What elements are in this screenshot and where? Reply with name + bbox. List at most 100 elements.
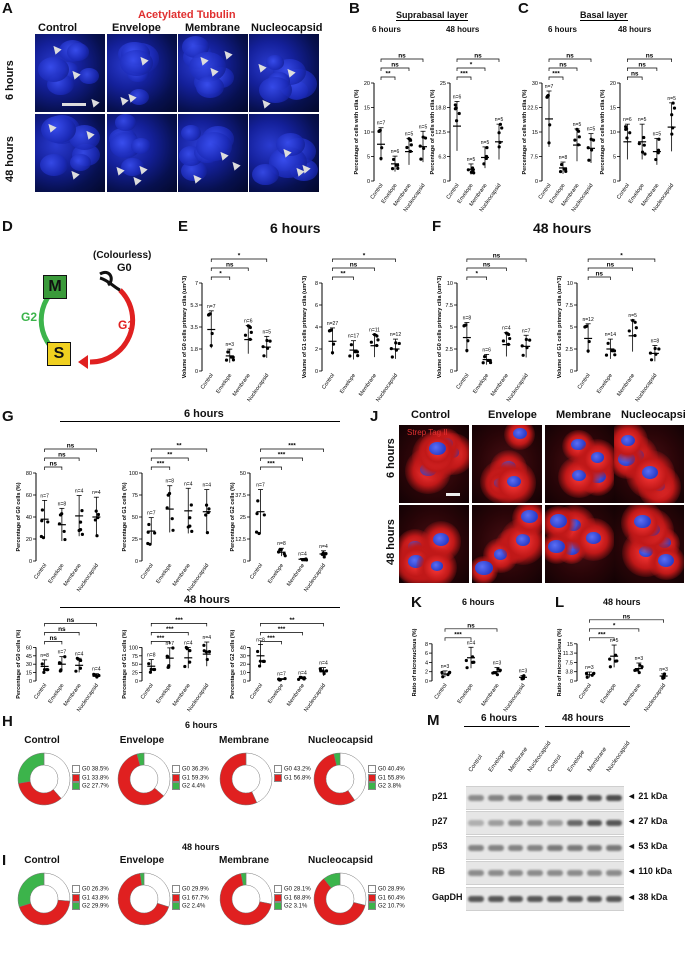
x-tick-label: Envelope: [472, 373, 490, 395]
significance-bracket: [44, 641, 63, 645]
data-point: [40, 662, 44, 666]
n-label: n=3: [585, 665, 594, 671]
significance-label: ***: [288, 443, 296, 450]
x-tick-label: Membrane: [286, 563, 306, 588]
donut-chart: [117, 872, 171, 926]
y-tick-label: 10: [364, 130, 370, 136]
x-tick-label: Control: [33, 563, 48, 581]
panel-letter-k: K: [411, 594, 422, 611]
nucleus: [658, 553, 675, 567]
n-label: n=8: [651, 338, 660, 344]
m-6h-title: 6 hours: [481, 713, 518, 724]
legend-text: G1 59.3%: [182, 775, 209, 782]
significance-label: ns: [58, 626, 66, 633]
pie-slice: [139, 872, 145, 886]
y-tick-label: 2.5: [565, 347, 573, 353]
panel-g-title-6h: 6 hours: [184, 408, 224, 420]
data-point: [608, 665, 612, 669]
panel-l-title: 48 hours: [603, 597, 641, 607]
data-point: [147, 522, 151, 527]
y-tick-label: 15: [364, 106, 370, 112]
blot-band: [527, 820, 543, 826]
legend-text: G2 29.9%: [82, 903, 109, 910]
legend-text: G1 55.8%: [378, 775, 405, 782]
significance-bracket: [260, 641, 282, 645]
significance-label: ns: [607, 262, 615, 269]
y-tick-label: 15: [567, 642, 573, 648]
data-point: [465, 666, 469, 670]
data-point: [171, 646, 175, 650]
n-label: n=7: [256, 483, 265, 489]
significance-bracket: [260, 632, 303, 636]
data-point: [166, 665, 170, 670]
legend-entry: G2 10.7%: [368, 902, 405, 911]
data-point: [377, 129, 382, 133]
n-label: n=7: [522, 328, 531, 334]
data-point: [508, 336, 512, 341]
n-label: n=27: [327, 321, 338, 327]
data-point: [45, 668, 49, 672]
nucleus: [572, 470, 587, 482]
data-point: [464, 658, 468, 663]
nucleus: [115, 114, 136, 131]
significance-bracket: [150, 457, 189, 461]
blot-band: [586, 896, 603, 902]
y-tick-label: 0: [450, 369, 453, 375]
significance-label: ns: [67, 617, 75, 624]
micrograph-j-r1-c1: [472, 505, 542, 583]
data-point: [606, 341, 610, 345]
y-tick-label: 75: [132, 654, 138, 660]
data-point: [390, 167, 395, 171]
n-label: n=4: [502, 326, 511, 332]
y-axis-label: Percentage of G0 cells (%): [16, 482, 22, 551]
pie-title: Nucleocapsid: [308, 855, 374, 866]
x-tick-label: Nucleocapsid: [635, 373, 659, 403]
n-label: n=3: [441, 664, 450, 670]
n-label: n=6: [482, 347, 491, 353]
significance-bracket: [466, 267, 507, 271]
y-tick-label: 25: [440, 81, 446, 87]
data-point: [254, 530, 259, 534]
y-tick-label: 50: [240, 471, 246, 477]
kda-label: ◄ 38 kDa: [627, 892, 668, 902]
micrograph-j-r1-c2: [545, 505, 615, 583]
g0-label: G0: [117, 262, 132, 274]
pie-legend: G0 36.3%G1 59.3%G2 4.4%: [172, 765, 209, 791]
y-tick-label: 5: [613, 155, 616, 161]
significance-bracket: [260, 448, 324, 452]
panel-letter-m: M: [427, 712, 440, 729]
nucleus: [586, 531, 601, 544]
pie-slice: [245, 872, 273, 905]
legend-entry: G1 56.8%: [274, 773, 311, 783]
y-tick-label: 50: [132, 515, 138, 521]
cell-cycle-diagram: [38, 270, 136, 369]
significance-label: ns: [566, 53, 574, 60]
y-tick-label: 15: [532, 130, 538, 136]
n-label: n=3: [659, 667, 668, 673]
g2-label: G2: [21, 310, 38, 324]
significance-bracket: [587, 258, 656, 262]
y-tick-label: 20: [240, 662, 246, 668]
data-point: [472, 171, 476, 175]
blot-band: [606, 870, 622, 876]
data-point: [628, 131, 632, 135]
significance-label: ***: [460, 71, 468, 78]
m-phase-box: M: [43, 275, 67, 299]
nucleus: [181, 124, 202, 141]
j-row-48h: 48 hours: [385, 519, 397, 565]
nucleus: [430, 560, 444, 571]
arrowhead-icon: [130, 174, 142, 186]
legend-text: G0 40.4%: [378, 766, 405, 773]
n-label: n=4: [92, 490, 101, 496]
y-tick-label: 3.8: [565, 670, 573, 676]
data-point: [481, 361, 485, 365]
y-axis-label: Percentage of G1 cells (%): [122, 629, 128, 698]
strep-tag-label: Strep Tag II: [407, 428, 448, 437]
nucleus: [429, 441, 446, 456]
data-point: [256, 499, 260, 503]
g1-label: G1: [118, 318, 135, 332]
nucleus: [512, 427, 527, 439]
